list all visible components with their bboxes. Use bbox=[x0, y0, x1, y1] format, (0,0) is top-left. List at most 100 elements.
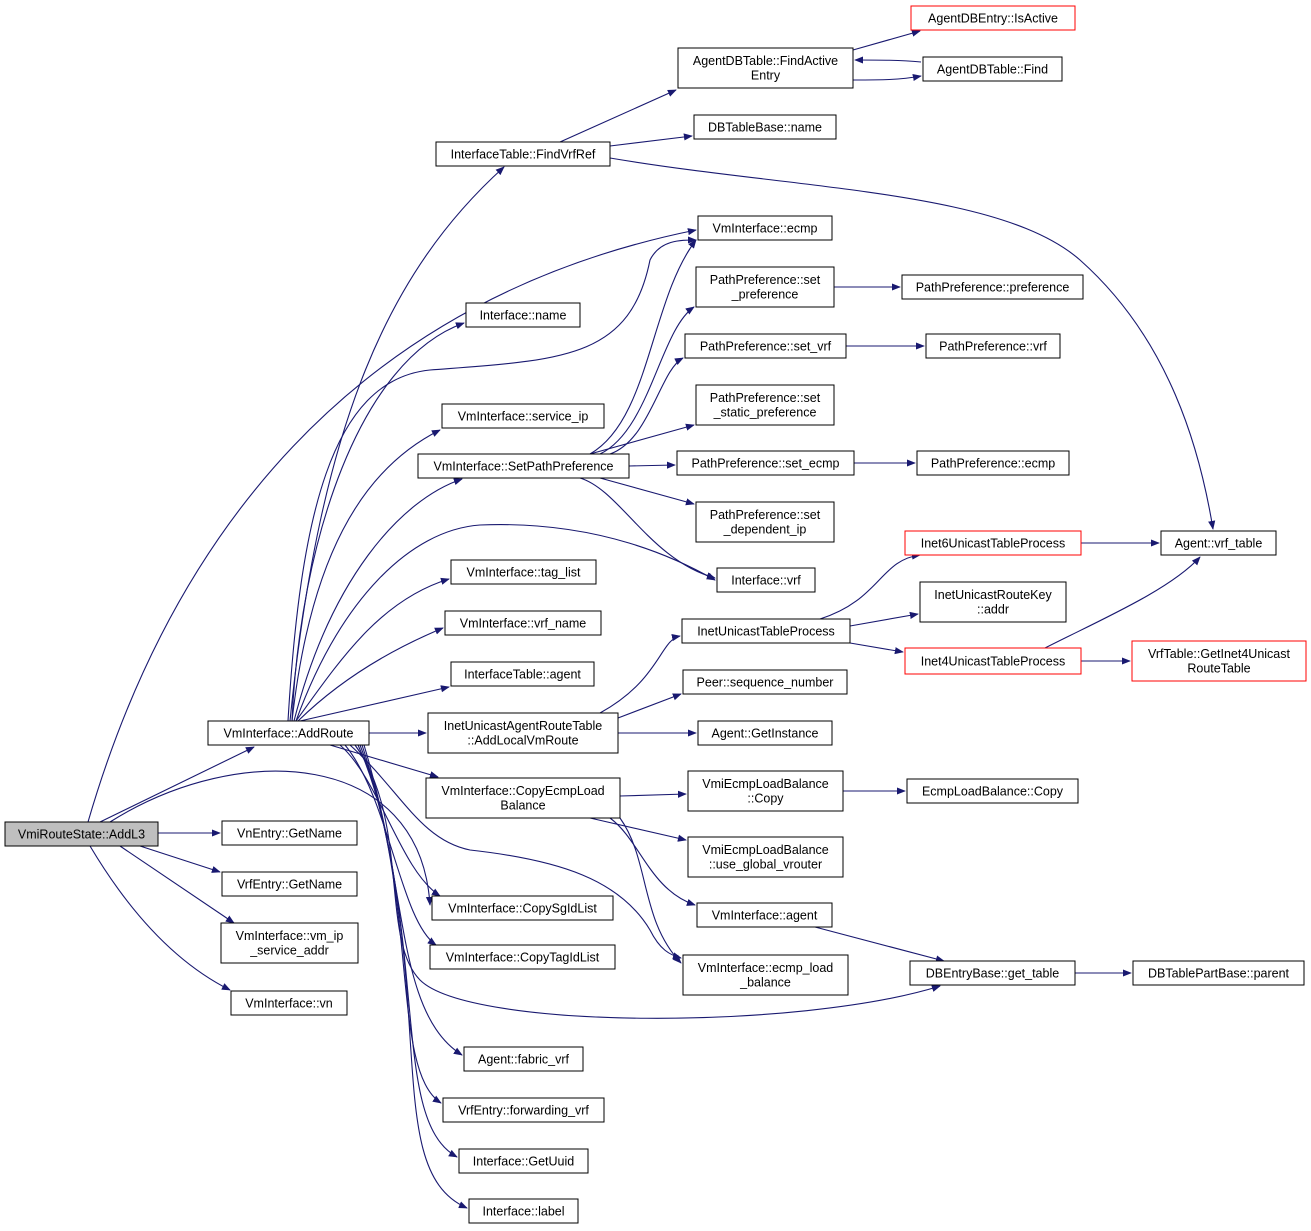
node-copysg[interactable]: VmInterface::CopySgIdList bbox=[431, 895, 614, 921]
node-findvrfref[interactable]: InterfaceTable::FindVrfRef bbox=[435, 141, 611, 167]
node-vmipservice[interactable]: VmInterface::vm_ip_service_addr bbox=[220, 922, 359, 964]
node-setpathpref[interactable]: VmInterface::SetPathPreference bbox=[417, 453, 630, 479]
node-getuuid[interactable]: Interface::GetUuid bbox=[458, 1148, 589, 1174]
edge-line bbox=[293, 478, 463, 722]
node-box bbox=[695, 384, 835, 426]
edge-line bbox=[579, 477, 716, 580]
node-box bbox=[1160, 530, 1277, 556]
edge-line bbox=[599, 477, 695, 506]
node-isactive[interactable]: AgentDBEntry::IsActive bbox=[910, 5, 1076, 31]
node-label: InetUnicastAgentRouteTable bbox=[444, 719, 602, 733]
node-box bbox=[916, 450, 1070, 476]
node-copytag[interactable]: VmInterface::CopyTagIdList bbox=[429, 944, 616, 970]
node-vrftable[interactable]: Agent::vrf_table bbox=[1160, 530, 1277, 556]
node-getable[interactable]: DBEntryBase::get_table bbox=[909, 960, 1076, 986]
edge-line bbox=[854, 56, 922, 64]
node-ppsetpref[interactable]: PathPreference::set_preference bbox=[695, 266, 835, 308]
node-vmvn[interactable]: VmInterface::vn bbox=[230, 990, 348, 1016]
edge-line bbox=[109, 770, 434, 906]
node-ppvrf[interactable]: PathPreference::vrf bbox=[925, 333, 1061, 359]
node-pppref[interactable]: PathPreference::preference bbox=[901, 274, 1084, 300]
node-ppsetecmp[interactable]: PathPreference::set_ecmp bbox=[676, 450, 855, 476]
node-ifname[interactable]: Interface::name bbox=[465, 302, 581, 328]
node-vmecmpload[interactable]: VmInterface::ecmp_load_balance bbox=[682, 954, 849, 996]
node-label: VmInterface::SetPathPreference bbox=[434, 459, 614, 473]
node-box bbox=[450, 661, 595, 687]
node-label: Agent::fabric_vrf bbox=[478, 1052, 570, 1066]
node-label: PathPreference::set_vrf bbox=[700, 339, 832, 353]
node-vrfgetname[interactable]: VrfEntry::GetName bbox=[221, 871, 358, 897]
node-taglist[interactable]: VmInterface::tag_list bbox=[450, 559, 597, 585]
node-dbtname[interactable]: DBTableBase::name bbox=[693, 114, 837, 140]
node-ecmp[interactable]: VmInterface::ecmp bbox=[697, 215, 833, 241]
node-label: VmInterface::ecmp_load bbox=[698, 961, 834, 975]
node-label: Interface::GetUuid bbox=[473, 1154, 574, 1168]
node-addlocalvm[interactable]: InetUnicastAgentRouteTable::AddLocalVmRo… bbox=[427, 712, 619, 754]
edge-line bbox=[299, 685, 450, 722]
edge-line bbox=[291, 322, 465, 722]
node-box bbox=[925, 333, 1061, 359]
node-serviceip[interactable]: VmInterface::service_ip bbox=[441, 403, 605, 429]
node-label: _service_addr bbox=[249, 944, 329, 958]
node-label: DBEntryBase::get_table bbox=[926, 966, 1059, 980]
node-vmiecmpcopy[interactable]: VmiEcmpLoadBalance::Copy bbox=[687, 770, 844, 812]
edge-addlocalvm-to-inetproc bbox=[599, 634, 681, 714]
node-fabricvrf[interactable]: Agent::fabric_vrf bbox=[463, 1046, 584, 1072]
node-label: DBTablePartBase::parent bbox=[1148, 966, 1290, 980]
node-fwdvrf[interactable]: VrfEntry::forwarding_vrf bbox=[442, 1097, 605, 1123]
node-label: VmiEcmpLoadBalance bbox=[702, 777, 829, 791]
node-peerseq[interactable]: Peer::sequence_number bbox=[682, 669, 848, 695]
node-label: EcmpLoadBalance::Copy bbox=[922, 784, 1064, 798]
edge-line bbox=[609, 157, 1216, 530]
node-ifvrf[interactable]: Interface::vrf bbox=[716, 567, 816, 593]
node-box bbox=[910, 5, 1076, 31]
node-vrfname[interactable]: VmInterface::vrf_name bbox=[444, 610, 602, 636]
node-inet6proc[interactable]: Inet6UnicastTableProcess bbox=[904, 530, 1082, 556]
node-label: InetUnicastTableProcess bbox=[697, 624, 835, 638]
node-addroute[interactable]: VmInterface::AddRoute bbox=[207, 720, 370, 746]
node-ecmpcopy[interactable]: EcmpLoadBalance::Copy bbox=[906, 778, 1079, 804]
edge-findactive-to-adbfind bbox=[852, 73, 922, 82]
edge-inetproc-to-inet6proc bbox=[819, 552, 921, 620]
node-label: Inet4UnicastTableProcess bbox=[921, 654, 1066, 668]
edge-line bbox=[617, 693, 682, 719]
node-vmagent[interactable]: VmInterface::agent bbox=[696, 902, 833, 928]
node-label: VrfEntry::GetName bbox=[237, 877, 342, 891]
edge-line bbox=[363, 744, 468, 1209]
node-ppsetstatic[interactable]: PathPreference::set_static_preference bbox=[695, 384, 835, 426]
node-iflabel[interactable]: Interface::label bbox=[468, 1198, 579, 1224]
node-root[interactable]: VmiRouteState::AddL3 bbox=[4, 821, 159, 847]
node-ppsetdep[interactable]: PathPreference::set_dependent_ip bbox=[695, 501, 835, 543]
node-label: VmInterface::CopyEcmpLoad bbox=[441, 784, 604, 798]
edge-setpathpref-to-ppsetpref bbox=[599, 306, 695, 455]
node-ppecmp[interactable]: PathPreference::ecmp bbox=[916, 450, 1070, 476]
edge-line bbox=[344, 744, 437, 946]
node-inetproc[interactable]: InetUnicastTableProcess bbox=[681, 618, 851, 644]
edge-line bbox=[99, 746, 255, 823]
node-box bbox=[425, 777, 621, 819]
edge-addlocalvm-to-peerseq bbox=[617, 693, 682, 719]
edge-line bbox=[87, 228, 697, 823]
node-itagent[interactable]: InterfaceTable::agent bbox=[450, 661, 595, 687]
node-agentinst[interactable]: Agent::GetInstance bbox=[697, 720, 833, 746]
node-label: VnEntry::GetName bbox=[237, 826, 342, 840]
edge-copyecmp-to-vmecmpload bbox=[619, 817, 682, 964]
edge-line bbox=[819, 552, 921, 620]
node-inetkeyaddr[interactable]: InetUnicastRouteKey::addr bbox=[919, 581, 1067, 623]
node-dbparent[interactable]: DBTablePartBase::parent bbox=[1132, 960, 1305, 986]
node-ppsetvrf[interactable]: PathPreference::set_vrf bbox=[684, 333, 847, 359]
node-inet4proc[interactable]: Inet4UnicastTableProcess bbox=[904, 647, 1082, 675]
edge-line bbox=[852, 73, 922, 82]
node-label: AgentDBTable::Find bbox=[937, 62, 1048, 76]
node-adbfind[interactable]: AgentDBTable::Find bbox=[922, 56, 1063, 82]
node-vngetname[interactable]: VnEntry::GetName bbox=[221, 820, 358, 846]
node-box bbox=[442, 1097, 605, 1123]
node-label: Balance bbox=[500, 799, 545, 813]
edge-root-to-vmvn bbox=[89, 845, 231, 991]
node-vmiecmpglobal[interactable]: VmiEcmpLoadBalance::use_global_vrouter bbox=[687, 836, 844, 878]
node-label: ::addr bbox=[977, 603, 1009, 617]
